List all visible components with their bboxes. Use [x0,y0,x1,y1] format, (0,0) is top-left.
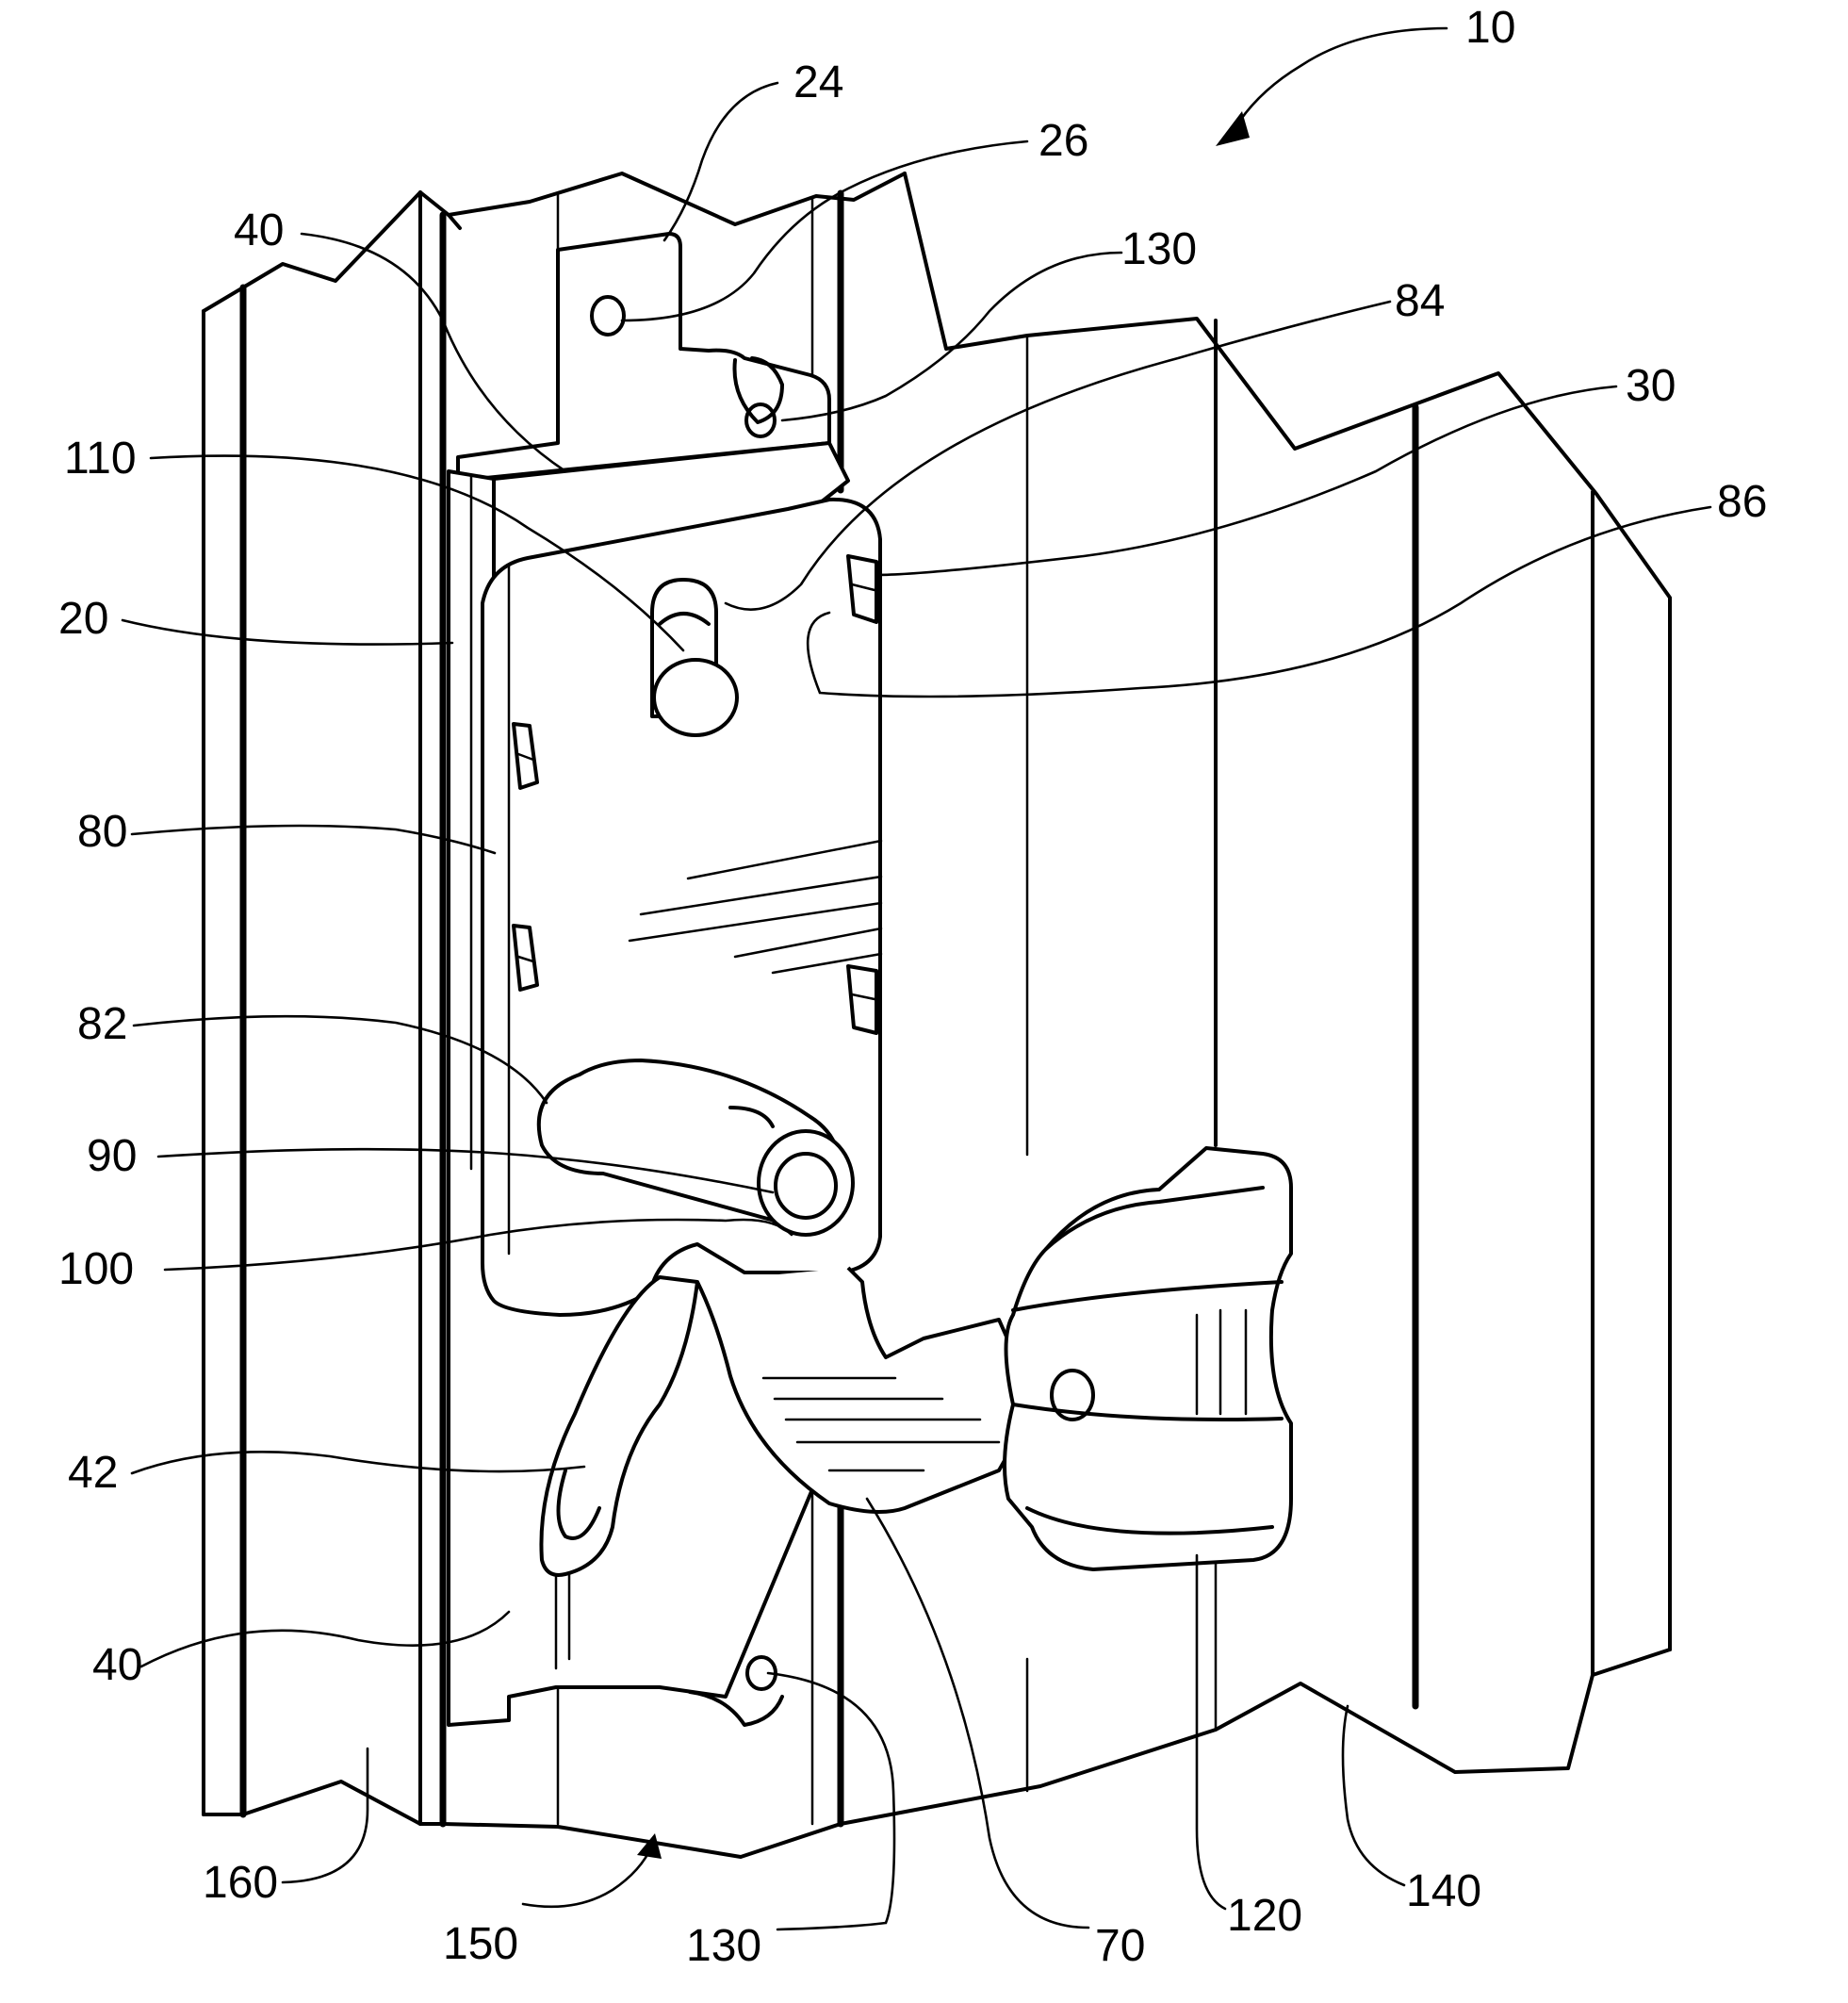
handle-tab-120 [1005,1148,1291,1569]
leader-lines [123,83,1710,1929]
label-30: 30 [1626,361,1676,411]
reference-numerals: 10 24 26 130 84 30 86 40 110 20 80 82 90… [58,3,1767,1971]
label-90: 90 [87,1131,137,1181]
assembly-arrow-10-icon [1230,28,1447,137]
label-140: 140 [1406,1866,1481,1916]
mounting-bracket-24 [458,234,829,481]
latch-housing-80 [482,500,881,1315]
label-24: 24 [793,57,843,107]
adjacent-panel-140 [841,173,1670,1824]
label-130-top: 130 [1121,224,1197,274]
arrowhead-150-icon [637,1833,662,1859]
label-100: 100 [58,1244,134,1294]
rail-post-160 [204,192,460,1824]
label-160: 160 [203,1858,278,1908]
label-110: 110 [64,434,137,484]
label-80: 80 [77,807,127,857]
label-130-bottom: 130 [686,1921,761,1971]
label-84: 84 [1395,276,1445,326]
label-82: 82 [77,999,127,1049]
label-70: 70 [1095,1921,1145,1971]
label-26: 26 [1038,116,1088,166]
label-10: 10 [1465,3,1515,53]
label-40-top: 40 [234,205,284,255]
label-86: 86 [1717,477,1767,527]
label-150: 150 [443,1919,518,1969]
label-20: 20 [58,594,108,644]
pin-110-icon [654,660,737,735]
label-120: 120 [1227,1891,1302,1941]
label-42: 42 [68,1448,118,1498]
label-40-bottom: 40 [92,1640,142,1690]
